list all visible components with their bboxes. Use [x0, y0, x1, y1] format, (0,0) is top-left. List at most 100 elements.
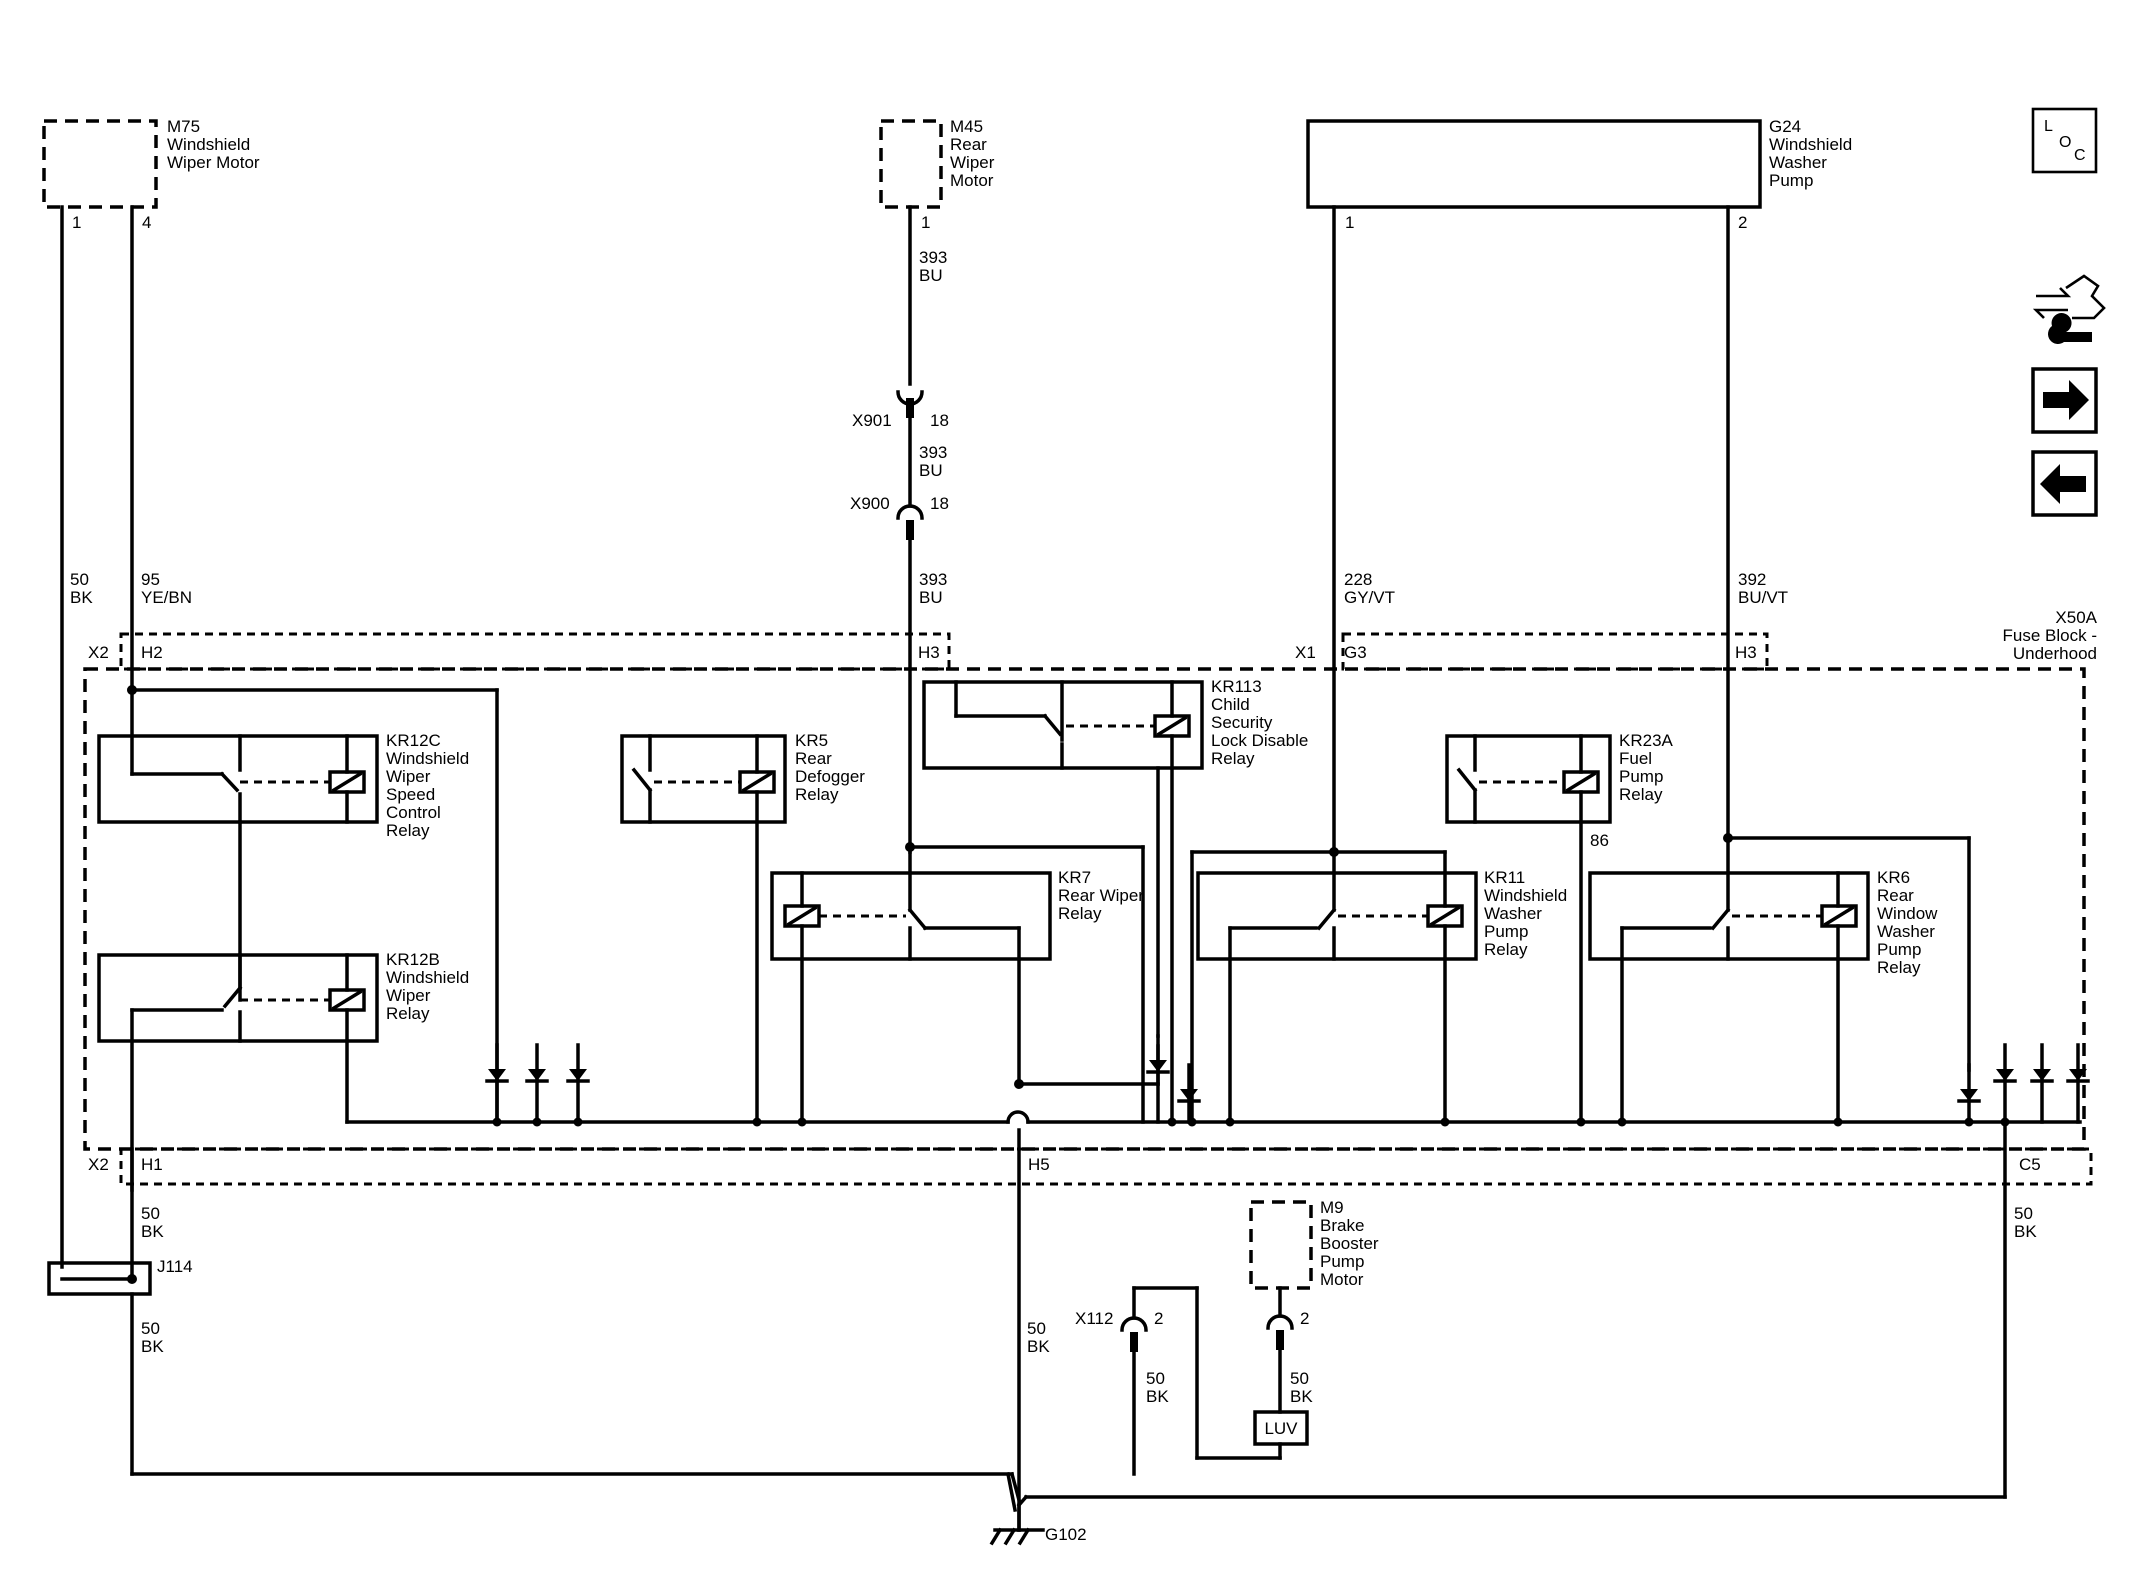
relay-label: Fuel — [1619, 749, 1652, 768]
loc-letter: C — [2074, 147, 2086, 164]
wire-label: 228 — [1344, 570, 1372, 589]
diode-icon — [1177, 1063, 1201, 1124]
m75-windshield-wiper-motor[interactable]: M75 Windshield Wiper Motor 1 4 — [42, 117, 260, 232]
cavity-label-c5: C5 — [2019, 1155, 2041, 1174]
x50a-label: Fuse Block - — [2003, 626, 2097, 645]
wire-label: YE/BN — [141, 588, 192, 607]
pin-label: 18 — [930, 411, 949, 430]
relay-label: Windshield — [386, 749, 469, 768]
x50a-label: Underhood — [2013, 644, 2097, 663]
relay-label: KR12C — [386, 731, 441, 750]
relay-label: Relay — [1211, 749, 1255, 768]
splice-j114[interactable]: J114 — [47, 1257, 193, 1296]
g24-label: G24 — [1769, 117, 1801, 136]
m9-label: Pump — [1320, 1252, 1364, 1271]
relay-kr113[interactable]: KR113 Child Security Lock Disable Relay — [922, 677, 1308, 1124]
diode-icon — [2066, 1043, 2090, 1124]
junction-dot — [1833, 1117, 1843, 1127]
wire-label: BK — [1027, 1337, 1050, 1356]
relay-kr11[interactable]: KR11 Windshield Washer Pump Relay — [1196, 850, 1567, 1124]
cavity-label-g3: G3 — [1344, 643, 1367, 662]
relay-label: Pump — [1877, 940, 1921, 959]
junction-dot — [492, 1117, 502, 1127]
relay-label: Rear Wiper — [1058, 886, 1144, 905]
m75-label: M75 — [167, 117, 200, 136]
relay-label: Child — [1211, 695, 1250, 714]
m9-label: Motor — [1320, 1270, 1364, 1289]
relay-label: Pump — [1484, 922, 1528, 941]
loc-icon[interactable]: L O C — [2031, 107, 2098, 174]
wire-label: 50 — [1290, 1369, 1309, 1388]
pin-label: 2 — [1738, 213, 1747, 232]
wire-label: 392 — [1738, 570, 1766, 589]
cavity-label-h5: H5 — [1028, 1155, 1050, 1174]
relay-kr6[interactable]: KR6 Rear Window Washer Pump Relay — [1588, 836, 1938, 1124]
wire-label: 393 — [919, 248, 947, 267]
wire-label: BU/VT — [1738, 588, 1788, 607]
connector-label-x112: X112 — [1075, 1309, 1113, 1328]
ground-g102[interactable]: G102 — [989, 1471, 1087, 1546]
junction-dot — [1964, 1117, 1974, 1127]
m45-label: Rear — [950, 135, 987, 154]
m45-rear-wiper-motor[interactable]: M45 Rear Wiper Motor 1 — [879, 117, 995, 232]
m45-label: M45 — [950, 117, 983, 136]
luv-box[interactable]: LUV — [1253, 1410, 1309, 1446]
diode-icon — [1993, 1043, 2017, 1124]
x50a-fuse-block[interactable]: X50A Fuse Block - Underhood — [83, 608, 2098, 1186]
junction-dot — [573, 1117, 583, 1127]
fuse-block-ground-bus[interactable] — [345, 1110, 2082, 1124]
junction-dot — [1187, 1117, 1197, 1127]
junction-dot — [752, 1117, 762, 1127]
wire-label: 95 — [141, 570, 160, 589]
relay-label: Security — [1211, 713, 1273, 732]
relay-label: Relay — [386, 821, 430, 840]
relay-label: Lock Disable — [1211, 731, 1308, 750]
connector-end-view-icon[interactable] — [2032, 274, 2106, 345]
wire-label: 50 — [2014, 1204, 2033, 1223]
relay-label: Control — [386, 803, 441, 822]
relay-label: KR7 — [1058, 868, 1091, 887]
x50a-label: X50A — [2055, 608, 2097, 627]
junction-dot — [1576, 1117, 1586, 1127]
relay-kr12c[interactable]: KR12C Windshield Wiper Speed Control Rel… — [97, 688, 469, 840]
pin-label: 1 — [921, 213, 930, 232]
connector-label-x2: X2 — [88, 1155, 109, 1174]
relay-label: Relay — [386, 1004, 430, 1023]
next-page-icon[interactable] — [2031, 367, 2098, 434]
junction-dot — [1617, 1117, 1627, 1127]
relay-label: Relay — [1619, 785, 1663, 804]
wire-label: 50 — [70, 570, 89, 589]
wire-label: BU — [919, 266, 943, 285]
junction-dot — [532, 1117, 542, 1127]
m9-label: Booster — [1320, 1234, 1379, 1253]
diode-icon — [485, 1043, 509, 1124]
g24-label: Pump — [1769, 171, 1813, 190]
relay-kr23a[interactable]: KR23A Fuel Pump Relay 86 — [1445, 731, 1674, 1124]
g24-windshield-washer-pump[interactable]: G24 Windshield Washer Pump 1 2 — [1306, 117, 1852, 232]
wire-label: BK — [2014, 1222, 2037, 1241]
wire-label: BK — [70, 588, 93, 607]
wire-j114-to-ground[interactable] — [130, 1292, 1014, 1476]
relay-label: Windshield — [386, 968, 469, 987]
previous-page-icon[interactable] — [2031, 450, 2098, 517]
diode-icon — [566, 1043, 590, 1124]
wire-m45[interactable] — [896, 205, 924, 854]
pin-label: 1 — [72, 213, 81, 232]
pin-label: 18 — [930, 494, 949, 513]
connector-label-x901: X901 — [852, 411, 892, 430]
cavity-label-h3: H3 — [1735, 643, 1757, 662]
diode-icon — [1957, 1063, 1981, 1124]
relay-kr12b[interactable]: KR12B Windshield Wiper Relay — [97, 950, 469, 1192]
relay-kr5[interactable]: KR5 Rear Defogger Relay — [620, 731, 865, 1124]
relay-label: KR113 — [1211, 677, 1262, 696]
wire-x112[interactable] — [1120, 1286, 1282, 1476]
diode-icon — [2030, 1043, 2054, 1124]
wire-m9[interactable] — [1266, 1286, 1294, 1414]
m9-brake-booster-pump-motor[interactable]: M9 Brake Booster Pump Motor — [1249, 1198, 1379, 1290]
junction-dot — [1225, 1117, 1235, 1127]
wire-c5-to-ground[interactable] — [1024, 1120, 2007, 1499]
relay-kr7[interactable]: KR7 Rear Wiper Relay — [770, 850, 1144, 1124]
loc-letter: O — [2059, 134, 2071, 151]
j114-label: J114 — [157, 1257, 193, 1276]
connector-label-x2: X2 — [88, 643, 109, 662]
